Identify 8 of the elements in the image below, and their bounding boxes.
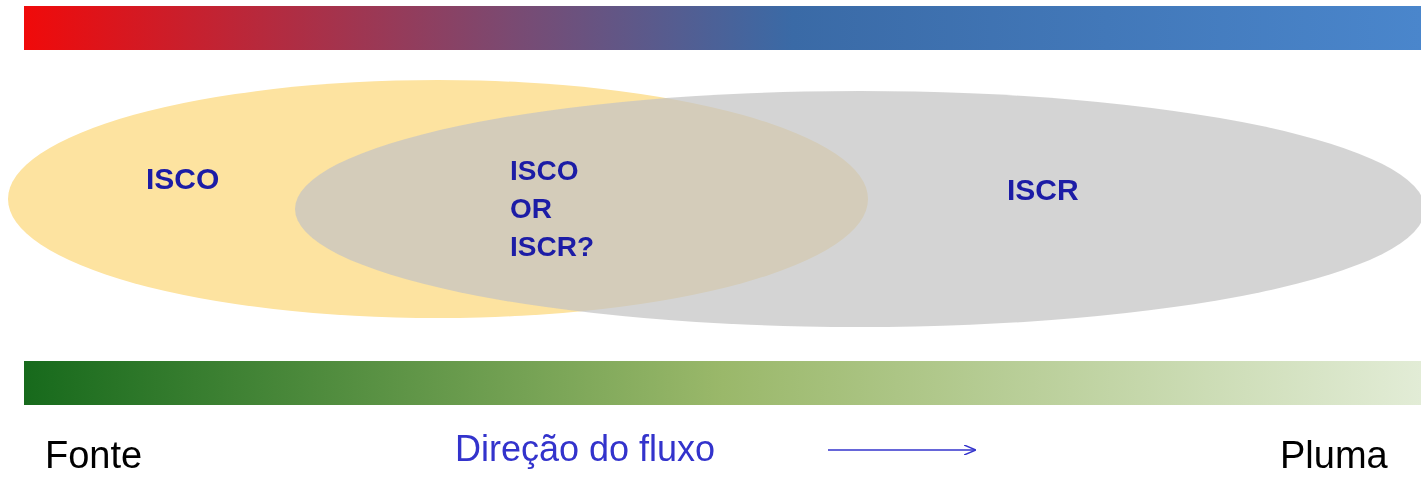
- region-label: ISCR: [1007, 172, 1079, 208]
- axis-end-label: Pluma: [1280, 434, 1389, 477]
- gradient-bar: [24, 6, 1421, 50]
- axis-end-label: Fonte: [45, 434, 144, 477]
- region-label: ISCO: [146, 161, 220, 197]
- gradient-bar: [24, 361, 1421, 405]
- flow-direction-label: Direção do fluxo: [455, 428, 717, 470]
- region-label: ISCO OR ISCR?: [510, 154, 595, 264]
